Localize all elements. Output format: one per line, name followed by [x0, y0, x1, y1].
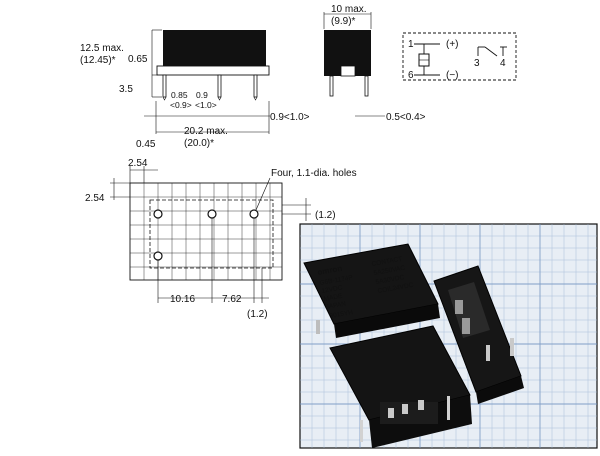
hole-callout-leader	[255, 177, 271, 211]
pin-side-right	[364, 75, 369, 97]
photo-rating-2: 5A30VDC	[375, 274, 405, 286]
pin-offset-label: 0.65	[128, 54, 148, 65]
photo-lot: 3015YH	[329, 309, 354, 320]
relay-outline	[149, 199, 274, 269]
relay-base-front	[156, 65, 270, 76]
pin4-label: 4	[500, 58, 506, 69]
photo-relay-right	[433, 265, 524, 404]
width-label: 20.2 max.	[184, 126, 228, 137]
mounting-hole-3	[207, 209, 217, 219]
photo-relay-top: omron G6B-1174P 12VDC MADE JAPAN 3015YH …	[303, 243, 440, 338]
photo-coil: 12VDC	[321, 284, 343, 295]
grid-y-pitch-label: 2.54	[85, 193, 105, 204]
side-view: 10 max. (9.9)* 0.5<0.4>	[323, 4, 426, 123]
hole-note: Four, 1.1-dia. holes	[271, 168, 357, 179]
mounting-hole-1	[153, 209, 163, 219]
side-width-label: 10 max.	[331, 4, 367, 15]
pin6-polarity: (−)	[446, 70, 459, 81]
photo-brand: omron	[317, 264, 343, 277]
side-pin-thickness-label: 0.5<0.4>	[386, 112, 426, 123]
pin1-label: 1	[408, 39, 414, 50]
mounting-hole-6	[153, 251, 163, 261]
photo-made: MADE	[323, 293, 343, 303]
pin6-label: 6	[408, 70, 414, 81]
front-pin-thickness-label: 0.9<1.0>	[270, 112, 310, 123]
wiring-schematic: 1 (+) 6 (−) 3 4	[402, 32, 517, 81]
offset-y-label: (1.2)	[315, 210, 336, 221]
height-label: 12.5 max.	[80, 43, 124, 54]
pcb-footprint: Four, 1.1-dia. holes 2.54 2.54 (1.2) 10.…	[85, 158, 357, 320]
span-b-label: 7.62	[222, 294, 242, 305]
pin-length-label: 3.5	[119, 84, 133, 95]
product-photo: omron G6B-1174P 12VDC MADE JAPAN 3015YH …	[299, 223, 598, 449]
pin3-label: 3	[474, 58, 480, 69]
pitch-a-alt-label: <0.9>	[170, 100, 192, 110]
span-a-label: 10.16	[170, 294, 195, 305]
mounting-hole-4	[249, 209, 259, 219]
front-view: 12.5 max. (12.45)* 0.65 3.5 0.85 0.9 <0.…	[80, 29, 310, 150]
photo-relay-bottom	[329, 325, 472, 448]
side-width-alt-label: (9.9)*	[331, 16, 356, 27]
contact-switch-symbol	[484, 46, 498, 57]
photo-pin	[316, 320, 320, 334]
pitch-b-label: 0.9	[196, 90, 208, 100]
offset-x-label: (1.2)	[247, 309, 268, 320]
left-edge-label: 0.45	[136, 139, 156, 150]
pin-front-3	[253, 74, 258, 98]
photo-origin: JAPAN	[325, 300, 347, 311]
footprint-grid-frame	[129, 182, 283, 281]
pitch-b-alt-label: <1.0>	[195, 100, 217, 110]
pin-side-left	[329, 75, 334, 97]
grid-x-pitch-label: 2.54	[128, 158, 148, 169]
relay-body-front	[163, 30, 266, 67]
height-alt-label: (12.45)*	[80, 55, 116, 66]
width-alt-label: (20.0)*	[184, 138, 214, 149]
pin-front-2	[217, 74, 222, 98]
pin1-polarity: (+)	[446, 39, 459, 50]
pitch-a-label: 0.85	[171, 90, 188, 100]
pin-front-1	[162, 74, 167, 98]
